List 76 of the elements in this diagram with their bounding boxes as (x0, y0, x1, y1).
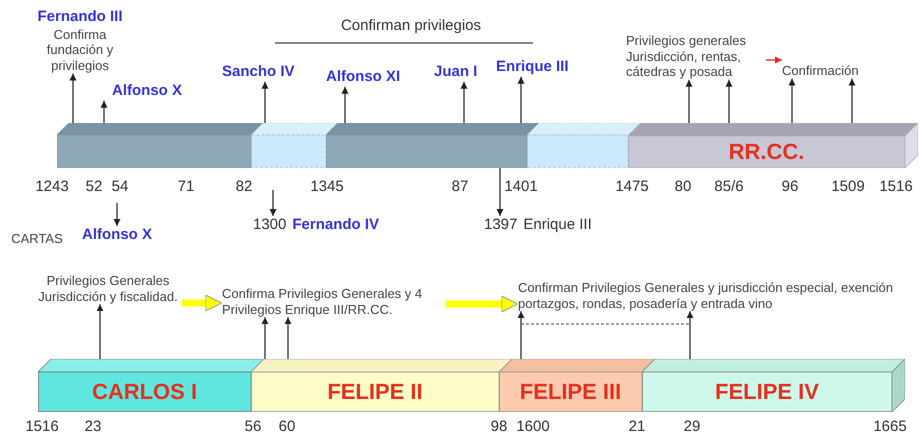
timeline-segment (57, 123, 263, 168)
timeline-segment (251, 123, 338, 168)
timeline-segment (642, 359, 905, 412)
arrow (686, 311, 694, 359)
arrow (100, 100, 108, 123)
note-text: Confirman Privilegios Generales y jurisdicción especial, exención portazgos, rondas, posadería y entrada vino (518, 280, 894, 312)
king-name: Alfonso XI (326, 68, 418, 87)
arrow (262, 317, 268, 359)
arrow (726, 80, 732, 123)
king-name: Enrique III (496, 58, 588, 77)
period-label: FELIPE III (520, 381, 622, 403)
arrow (96, 304, 104, 359)
block-arrow (446, 296, 518, 312)
year-label: 82 (236, 178, 252, 197)
year-label: 23 (84, 418, 102, 437)
year-label: 29 (684, 418, 700, 437)
note-text: Privilegios generales Jurisdicción, rentas, cátedras y posada (626, 33, 766, 80)
arrow (114, 203, 120, 226)
arrow (284, 317, 292, 359)
arrow (496, 168, 504, 216)
year-label: 71 (178, 178, 194, 197)
note-text: Confirmación (782, 63, 872, 79)
year-label: 1401 (504, 178, 538, 197)
king-name: Fernando IV (292, 216, 380, 235)
period-label: FELIPE IV (715, 381, 819, 403)
arrow (518, 311, 524, 359)
block-arrow (182, 294, 222, 312)
year-label: 98 (490, 418, 508, 437)
king-name: Alfonso X (82, 226, 168, 245)
year-label: 52 (86, 178, 102, 197)
year-label: 1509 (831, 178, 865, 197)
year-label: 96 (782, 178, 798, 197)
arrow (70, 74, 76, 123)
king-name: Sancho IV (222, 63, 312, 82)
king-name: Enrique III (523, 216, 592, 235)
year-label: 85/6 (714, 178, 744, 197)
year-label: 1300 (253, 216, 286, 235)
king-name: Juan I (434, 63, 486, 82)
period-label: CARLOS I (92, 381, 198, 403)
arrow (766, 56, 782, 64)
year-label: 1397 (484, 216, 518, 235)
year-label: 1475 (615, 178, 649, 197)
timeline-segment (628, 123, 918, 168)
king-name: Fernando III (37, 8, 122, 27)
year-label: 1243 (35, 178, 69, 197)
year-label: 87 (452, 178, 468, 197)
timeline-segment (527, 123, 640, 168)
year-label: 56 (244, 418, 262, 437)
arrow (788, 78, 796, 123)
arrow (686, 80, 692, 123)
note-text: Confirma Privilegios Generales y 4 Privilegios Enrique III/RR.CC. (222, 286, 446, 318)
year-label: 60 (278, 418, 296, 437)
timeline-segment (38, 359, 264, 412)
year-label: 1600 (516, 418, 550, 437)
note-text: Privilegios Generales Jurisdicción y fiscalidad. (34, 273, 182, 304)
heading-text: Confirman privilegios (340, 16, 482, 36)
year-label: 1516 (25, 418, 59, 437)
section-label: CARTAS (11, 230, 63, 248)
arrow (262, 82, 268, 123)
arrow (342, 86, 348, 123)
year-label: 21 (628, 418, 646, 437)
arrow (848, 78, 856, 123)
year-label: 1345 (310, 178, 344, 197)
year-label: 54 (112, 178, 128, 197)
period-label: FELIPE II (327, 381, 423, 403)
timeline-segment (499, 359, 655, 412)
year-label: 1665 (873, 418, 907, 437)
timeline-segment (326, 123, 539, 168)
year-label: 1516 (879, 178, 913, 197)
timeline-segment (251, 359, 512, 412)
arrow (460, 82, 468, 123)
arrow (270, 190, 276, 216)
note-text: Confirma fundación y privilegios (46, 26, 114, 74)
year-label: 80 (674, 178, 692, 197)
king-name: Alfonso X (98, 82, 198, 101)
period-label: RR.CC. (728, 141, 804, 163)
